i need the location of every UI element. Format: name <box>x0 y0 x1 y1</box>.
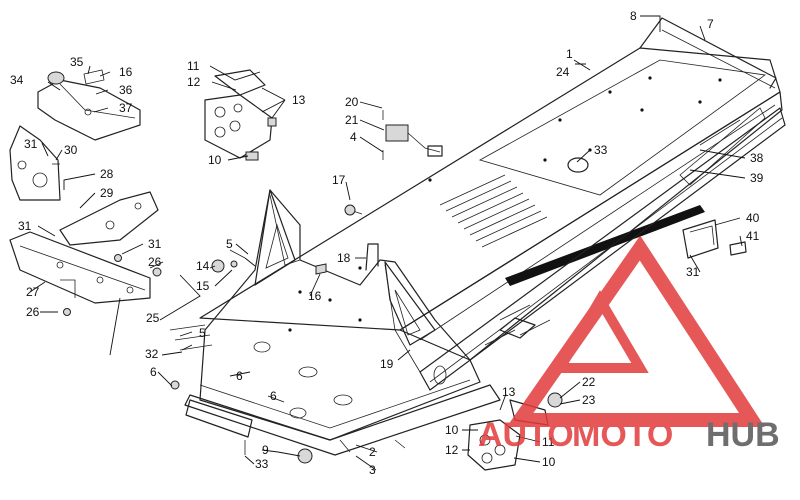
callout-11: 11 <box>187 59 200 73</box>
callout-33: 33 <box>594 143 608 157</box>
watermark-text-moto: MOTO <box>572 416 673 454</box>
callout-29: 29 <box>100 186 114 200</box>
callout-14: 14 <box>196 259 210 273</box>
callout-37: 37 <box>119 101 133 115</box>
callout-26: 26 <box>148 255 162 269</box>
callout-15: 15 <box>196 279 210 293</box>
running-board <box>419 107 786 391</box>
callout-31: 31 <box>686 265 700 279</box>
left-side-plate <box>9 125 159 246</box>
upper-center-bracket <box>204 69 277 161</box>
callout-33: 33 <box>255 457 269 471</box>
callout-36: 36 <box>119 83 133 97</box>
callout-2: 2 <box>369 445 376 459</box>
callout-38: 38 <box>750 151 764 165</box>
callout-40: 40 <box>746 211 760 225</box>
callout-30: 30 <box>64 143 78 157</box>
callout-8: 8 <box>630 9 637 23</box>
callout-39: 39 <box>750 171 764 185</box>
front-bulkhead <box>184 189 501 456</box>
callout-6: 6 <box>270 389 277 403</box>
callout-23: 23 <box>582 393 596 407</box>
callout-12: 12 <box>187 75 201 89</box>
callout-41: 41 <box>746 229 760 243</box>
callout-labels: 8 7 1 24 35 16 34 36 37 11 12 13 10 20 2… <box>10 9 764 477</box>
lower-left-rail <box>9 231 162 316</box>
callout-13: 13 <box>502 385 516 399</box>
watermark-triangle-inner <box>551 290 649 373</box>
rear-bracket <box>567 157 747 259</box>
automotohub-watermark: AUTO MOTO HUB <box>478 235 780 454</box>
callout-10: 10 <box>208 153 222 167</box>
leader-lines <box>29 15 746 471</box>
callout-16: 16 <box>119 65 133 79</box>
callout-10: 10 <box>445 423 459 437</box>
callout-17: 17 <box>332 173 346 187</box>
callout-24: 24 <box>556 65 570 79</box>
watermark-text-hub: HUB <box>706 416 780 454</box>
upper-left-bracket <box>37 69 141 141</box>
callout-16: 16 <box>308 289 322 303</box>
callout-31: 31 <box>18 219 32 233</box>
callout-26: 26 <box>26 305 40 319</box>
callout-6: 6 <box>150 365 157 379</box>
callout-7: 7 <box>707 17 714 31</box>
callout-6: 6 <box>236 369 243 383</box>
callout-21: 21 <box>345 113 359 127</box>
callout-13: 13 <box>292 93 306 107</box>
callout-25: 25 <box>146 311 160 325</box>
callout-28: 28 <box>100 167 114 181</box>
callout-32: 32 <box>145 347 159 361</box>
watermark-text-auto: AUTO <box>478 416 574 454</box>
callout-4: 4 <box>350 130 357 144</box>
callout-31: 31 <box>24 137 38 151</box>
callout-5: 5 <box>226 237 233 251</box>
callout-31: 31 <box>148 237 162 251</box>
callout-35: 35 <box>70 55 84 69</box>
callout-27: 27 <box>26 285 40 299</box>
tunnel-assembly <box>199 17 783 361</box>
callout-12: 12 <box>445 443 459 457</box>
callout-34: 34 <box>10 73 24 87</box>
callout-9: 9 <box>262 443 269 457</box>
wire-harness <box>365 110 443 271</box>
callout-10: 10 <box>542 455 556 469</box>
callout-18: 18 <box>337 251 351 265</box>
callout-11: 11 <box>542 435 555 449</box>
callout-3: 3 <box>369 463 376 477</box>
callout-20: 20 <box>345 95 359 109</box>
callout-19: 19 <box>380 357 394 371</box>
callout-22: 22 <box>582 375 596 389</box>
callout-5: 5 <box>199 326 206 340</box>
fasteners <box>52 163 406 464</box>
callout-1: 1 <box>566 47 573 61</box>
